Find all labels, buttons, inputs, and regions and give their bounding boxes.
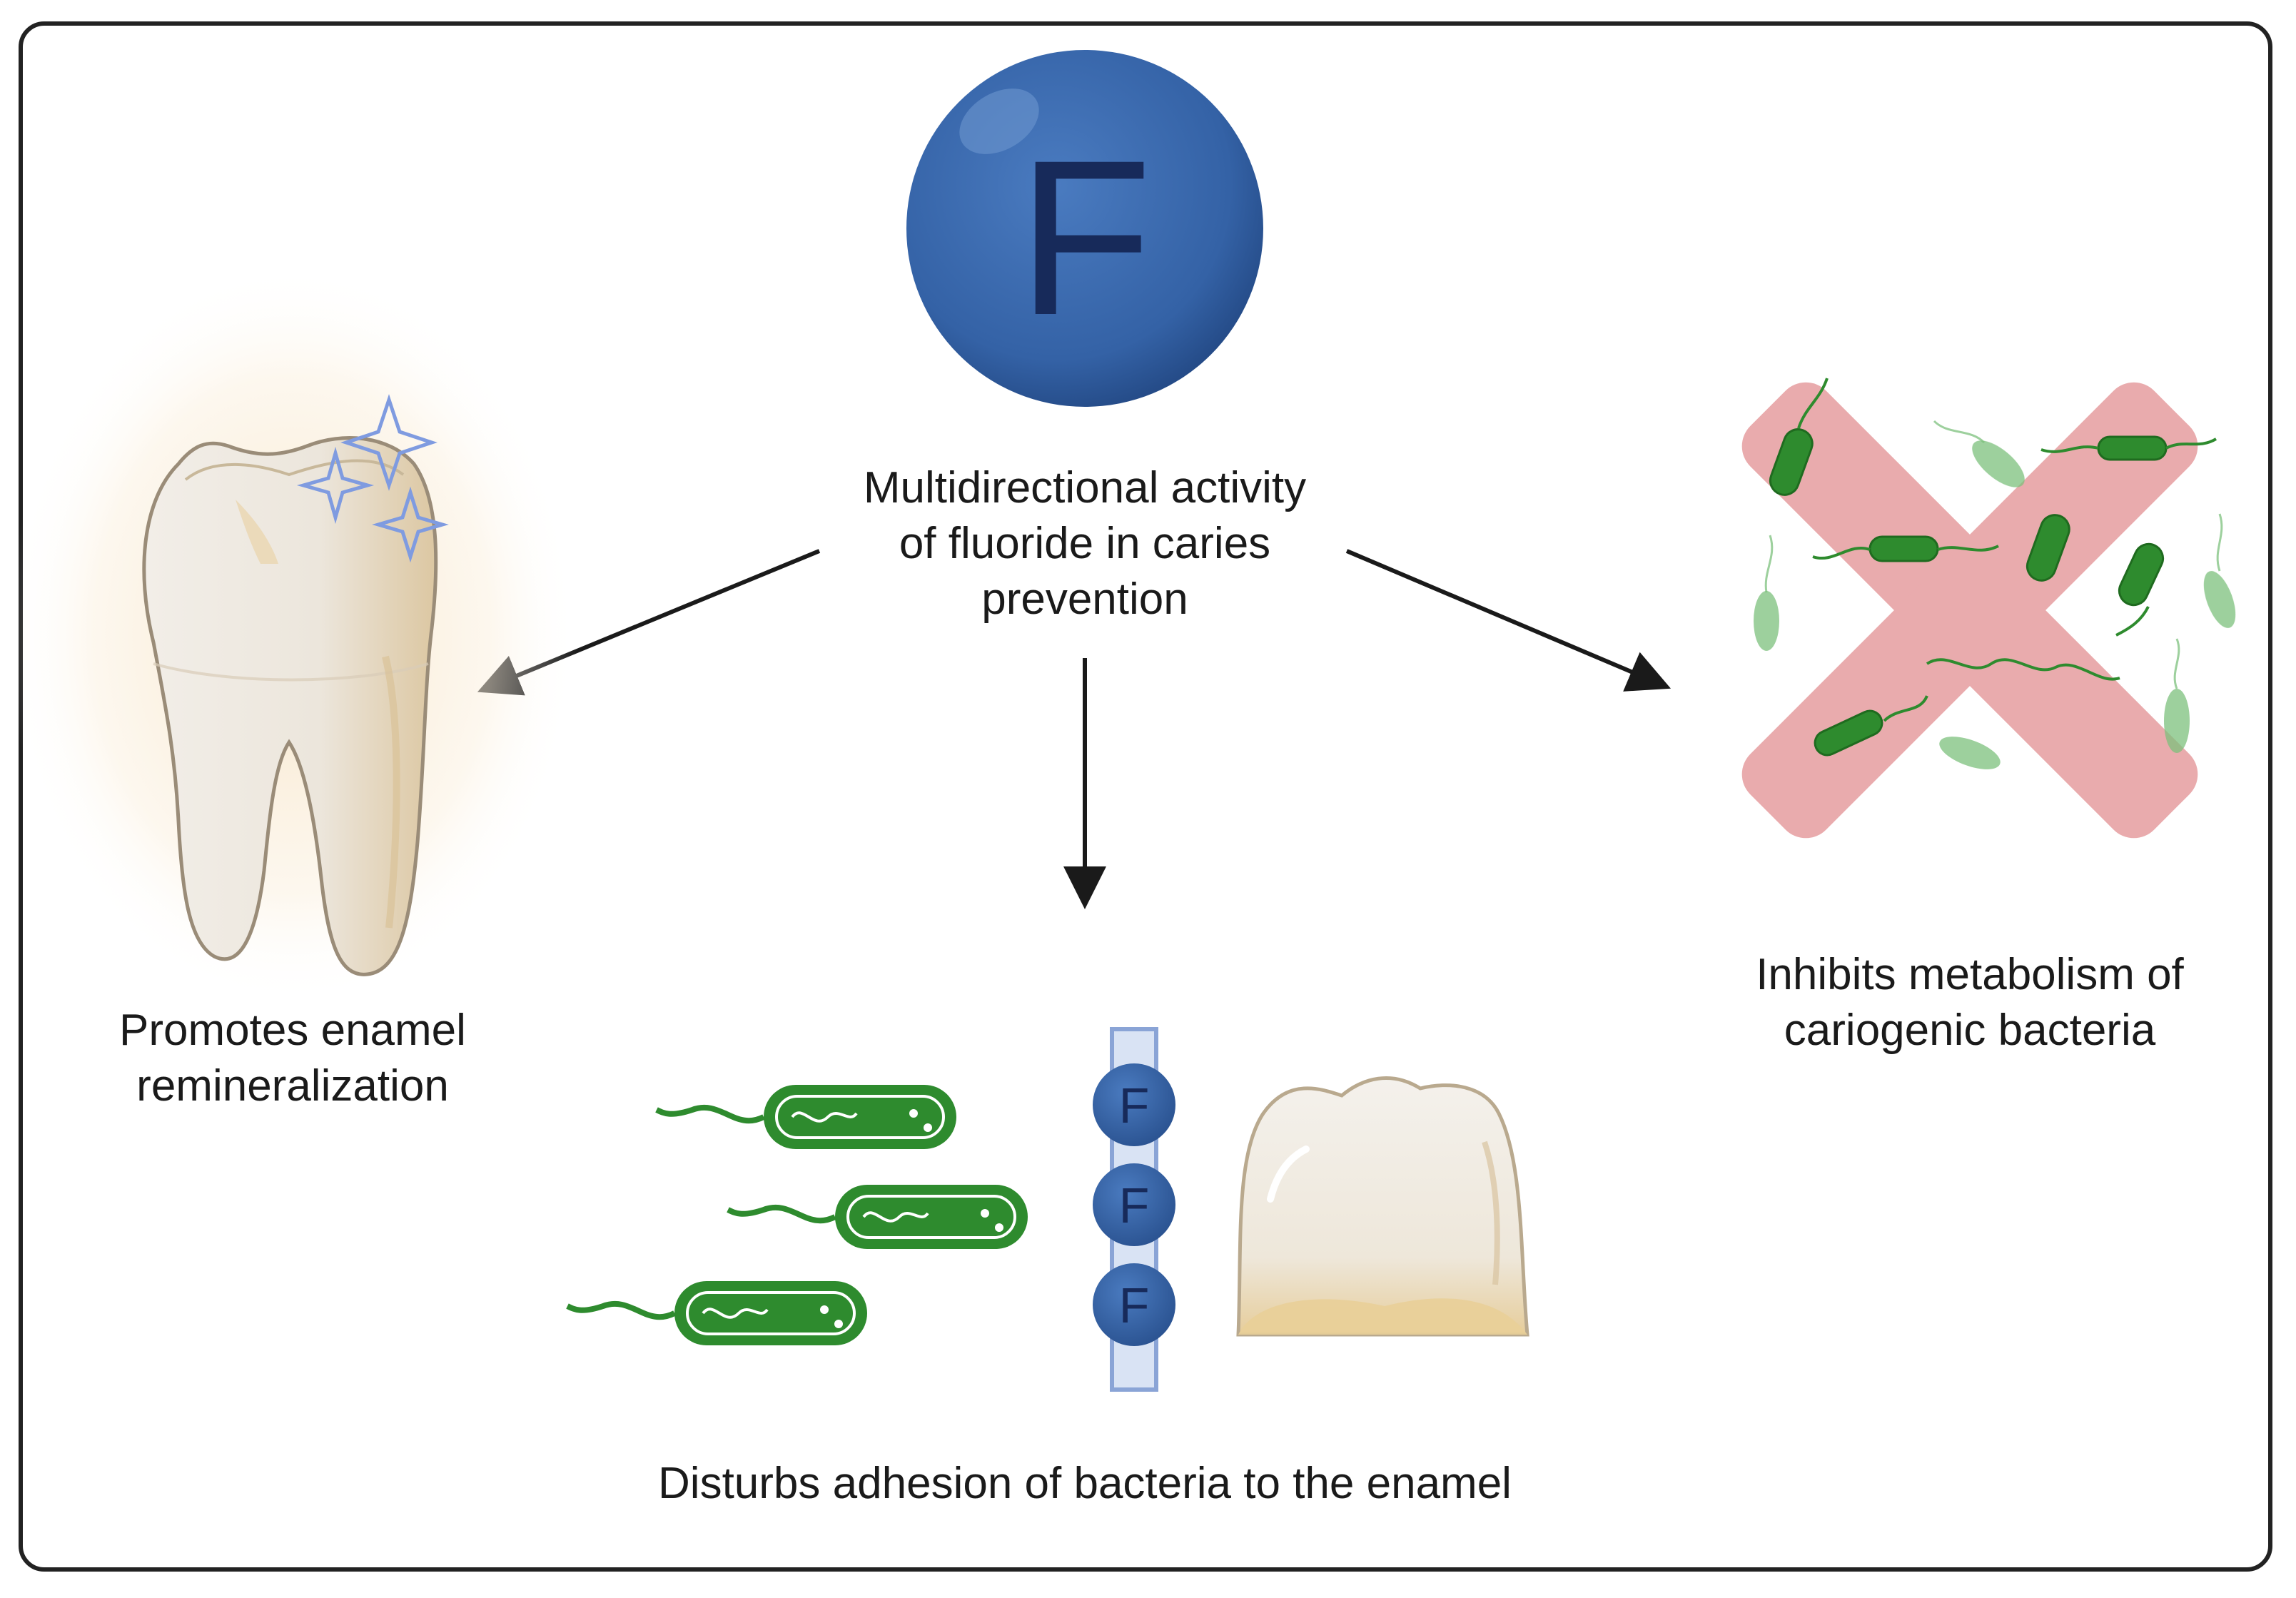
tooth-icon <box>7 264 578 1006</box>
bottom-label: Disturbs adhesion of bacteria to the ena… <box>658 1459 1512 1508</box>
center-label: Multidirectional activity of fluoride in… <box>863 463 1307 624</box>
bacteria-icon <box>566 1085 1028 1345</box>
bacteria-icon <box>1754 378 2236 769</box>
fluoride-ion-icon: F <box>906 50 1263 407</box>
molar-icon <box>1236 1076 1529 1337</box>
fluoride-symbol: F <box>1017 113 1152 361</box>
sparkle-icon <box>296 394 449 563</box>
right-label: Inhibits metabolism of cariogenic bacter… <box>1756 950 2184 1055</box>
barrier-icon <box>1093 1027 1175 1392</box>
arrow-to-right <box>1345 549 1672 692</box>
barrier-symbol-2: F <box>1119 1178 1150 1233</box>
left-label: Promotes enamel remineralization <box>119 1006 466 1111</box>
barrier-symbol-1: F <box>1119 1078 1150 1133</box>
barrier-symbol-3: F <box>1119 1278 1150 1333</box>
